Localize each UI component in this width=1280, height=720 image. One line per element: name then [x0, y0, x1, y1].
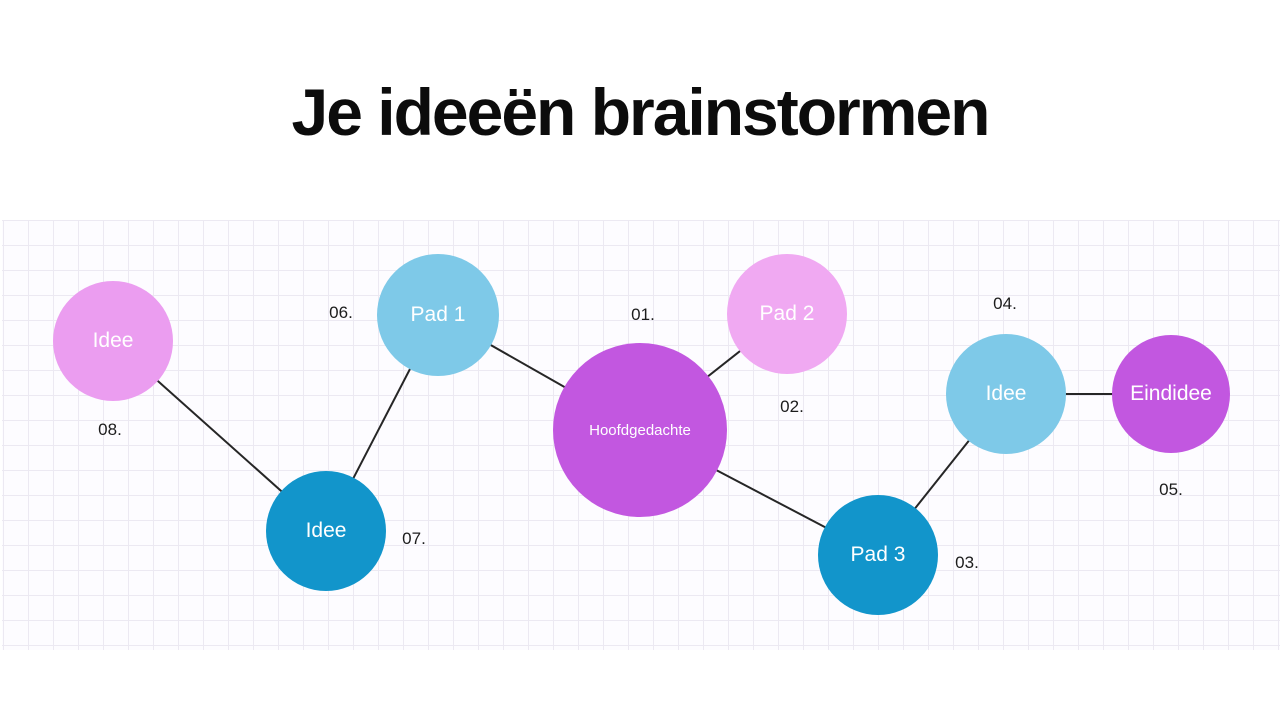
node-idee-left[interactable]: Idee: [53, 281, 173, 401]
step-label-02: 02.: [780, 397, 804, 416]
step-label-06: 06.: [329, 303, 353, 322]
node-hoofdgedachte[interactable]: Hoofdgedachte: [553, 343, 727, 517]
node-idee-right[interactable]: Idee: [946, 334, 1066, 454]
node-pad-3[interactable]: Pad 3: [818, 495, 938, 615]
step-label-03: 03.: [955, 553, 979, 572]
node-label-eindidee: Eindidee: [1130, 382, 1212, 405]
step-label-08: 08.: [98, 420, 122, 439]
node-eindidee[interactable]: Eindidee: [1112, 335, 1230, 453]
step-label-07: 07.: [402, 529, 426, 548]
node-idee-bottom[interactable]: Idee: [266, 471, 386, 591]
node-pad-1[interactable]: Pad 1: [377, 254, 499, 376]
node-pad-2[interactable]: Pad 2: [727, 254, 847, 374]
step-label-05: 05.: [1159, 480, 1183, 499]
node-label-idee-left: Idee: [92, 329, 134, 352]
node-label-idee-right: Idee: [985, 382, 1027, 405]
page-title: Je ideeën brainstormen: [291, 75, 991, 149]
step-label-04: 04.: [993, 294, 1017, 313]
node-label-pad-3: Pad 3: [850, 543, 906, 566]
step-label-01: 01.: [631, 305, 655, 324]
node-label-hoofdgedachte: Hoofdgedachte: [589, 421, 691, 439]
node-label-pad-2: Pad 2: [759, 302, 815, 325]
node-label-pad-1: Pad 1: [410, 303, 466, 326]
node-label-idee-bottom: Idee: [305, 519, 347, 542]
